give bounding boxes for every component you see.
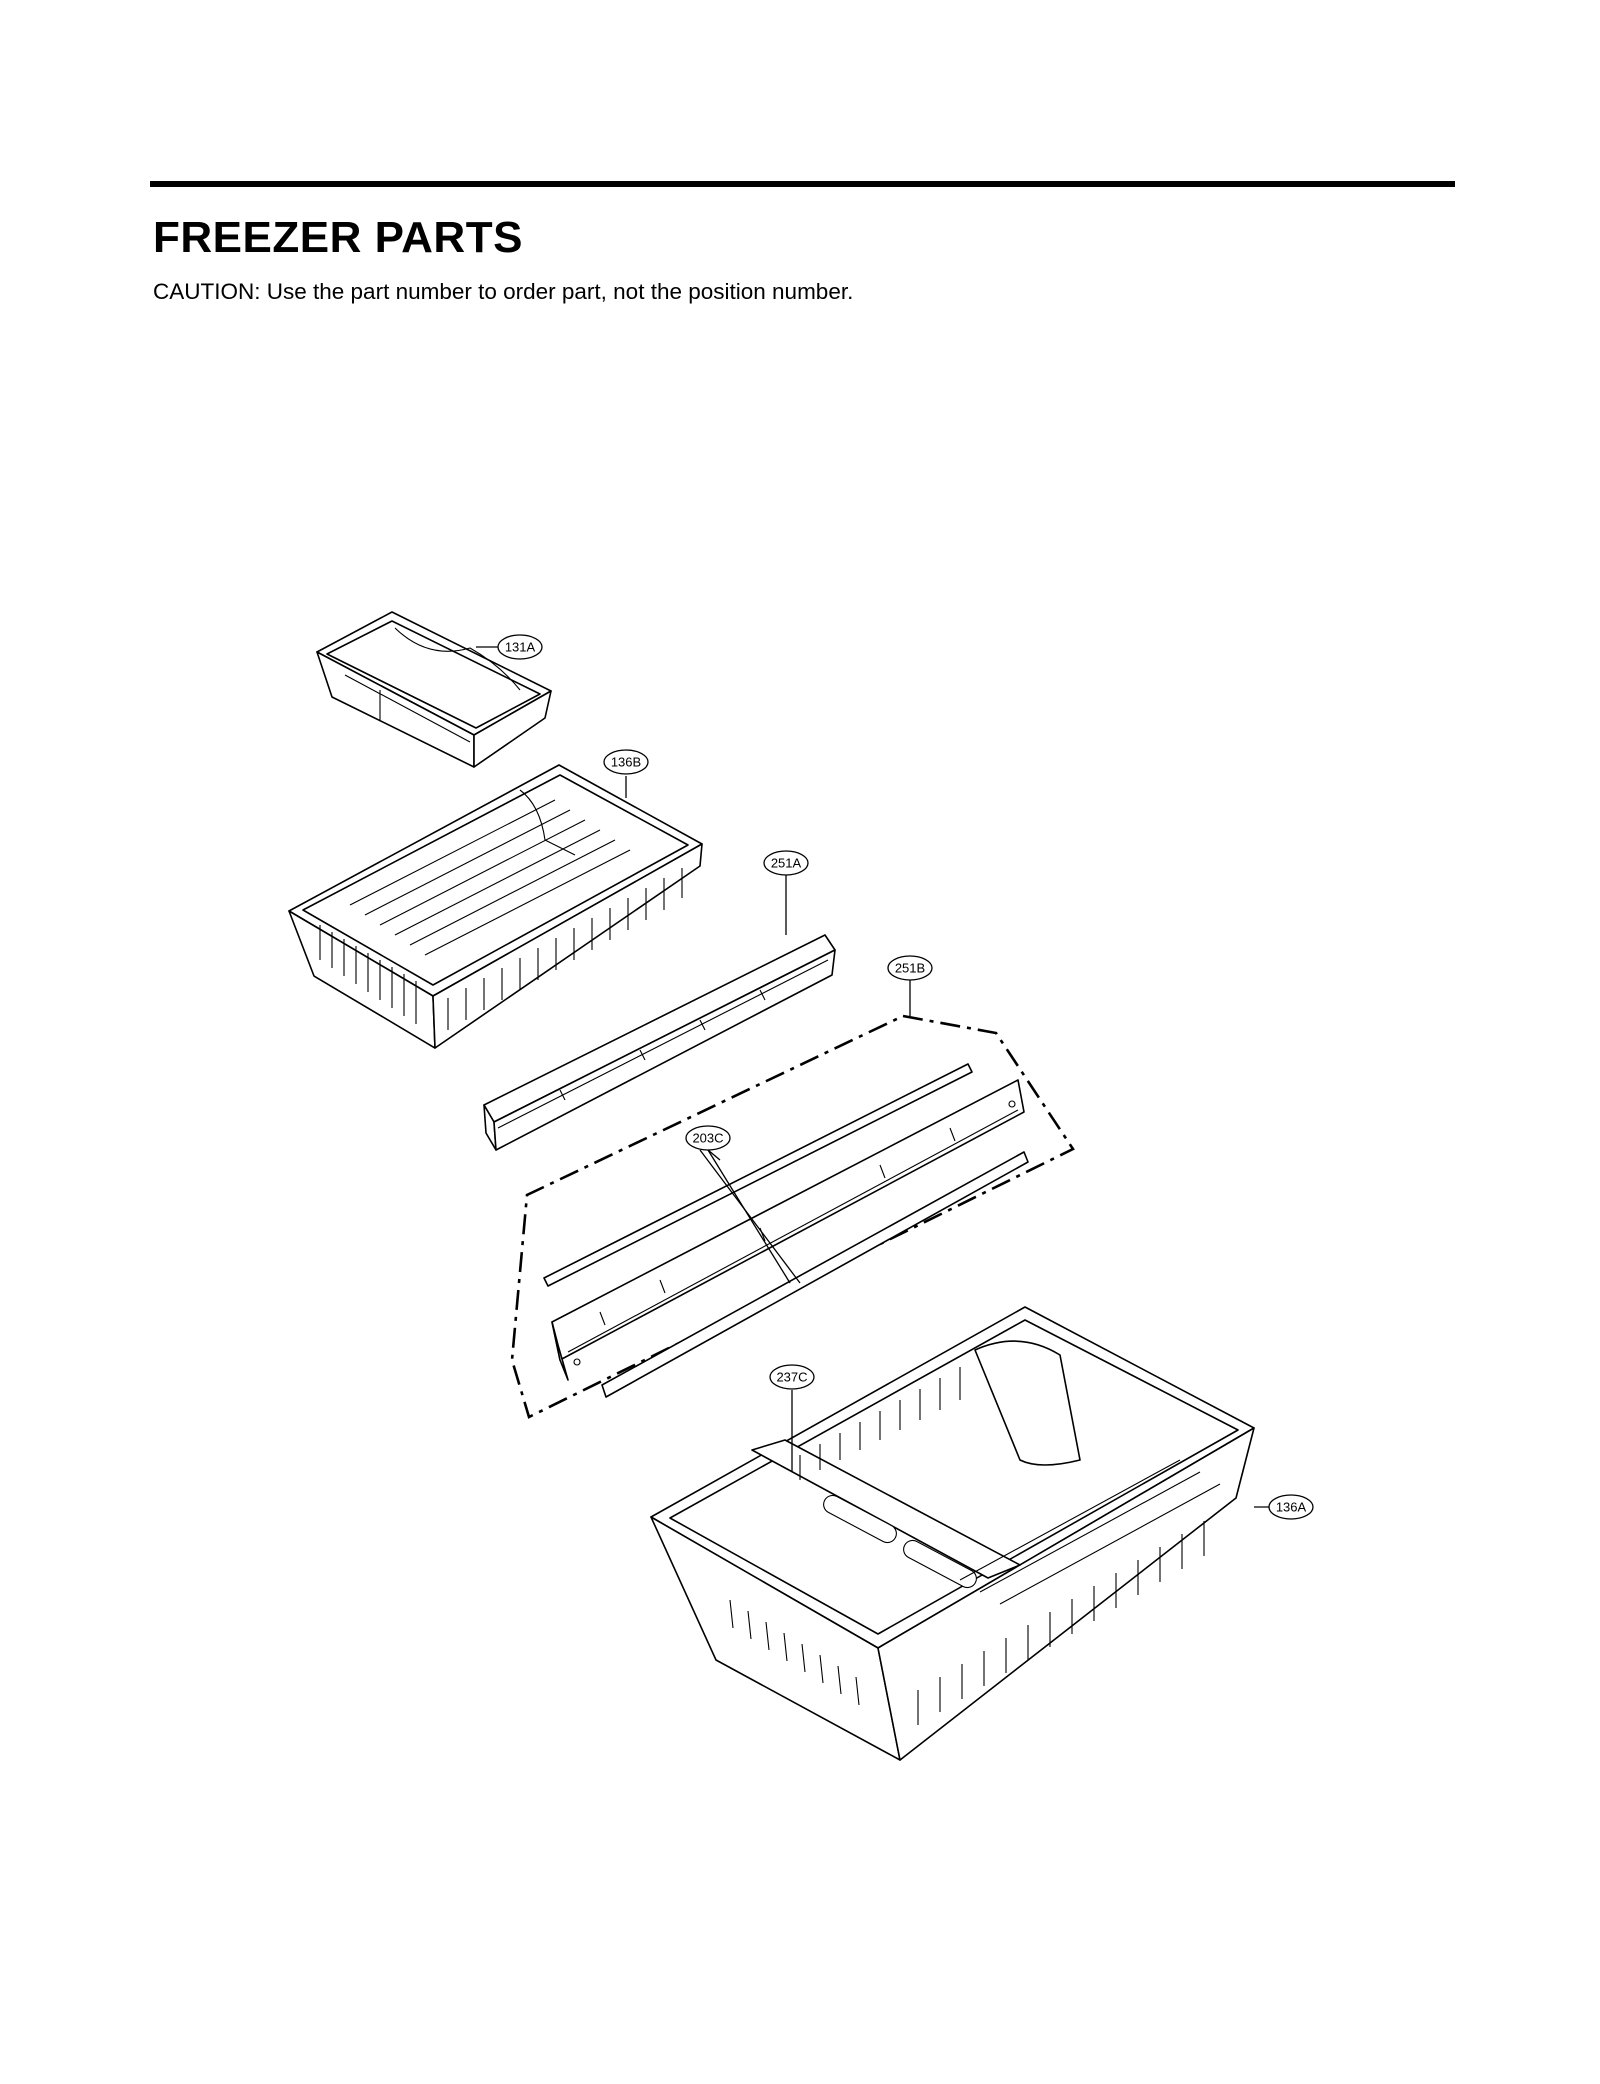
svg-text:251A: 251A: [771, 856, 802, 871]
callout-251a: 251A: [763, 850, 809, 876]
part-136a-basket: [650, 1306, 1255, 1761]
assembly-251b-boundary: [510, 1014, 1075, 1419]
callout-251b: 251B: [887, 955, 933, 981]
svg-text:136A: 136A: [1276, 1500, 1307, 1515]
svg-text:251B: 251B: [895, 961, 925, 976]
part-203c-strips: [543, 1063, 1029, 1398]
svg-text:237C: 237C: [776, 1370, 807, 1385]
callout-203c: 203C: [685, 1125, 731, 1151]
callout-136a: 136A: [1268, 1494, 1314, 1520]
page-title: FREEZER PARTS: [153, 213, 523, 262]
part-251b-bracket: [551, 1079, 1025, 1381]
header-rule: [150, 181, 1455, 187]
svg-text:131A: 131A: [505, 640, 536, 655]
part-131a-tray: [316, 611, 552, 768]
part-251a-rail: [483, 934, 836, 1151]
callout-131a: 131A: [497, 634, 543, 660]
caution-note: CAUTION: Use the part number to order pa…: [153, 279, 854, 304]
part-136b-basket: [288, 764, 703, 1049]
svg-text:136B: 136B: [611, 755, 641, 770]
callout-136b: 136B: [603, 749, 649, 775]
callout-237c: 237C: [769, 1364, 815, 1390]
svg-text:203C: 203C: [692, 1131, 723, 1146]
